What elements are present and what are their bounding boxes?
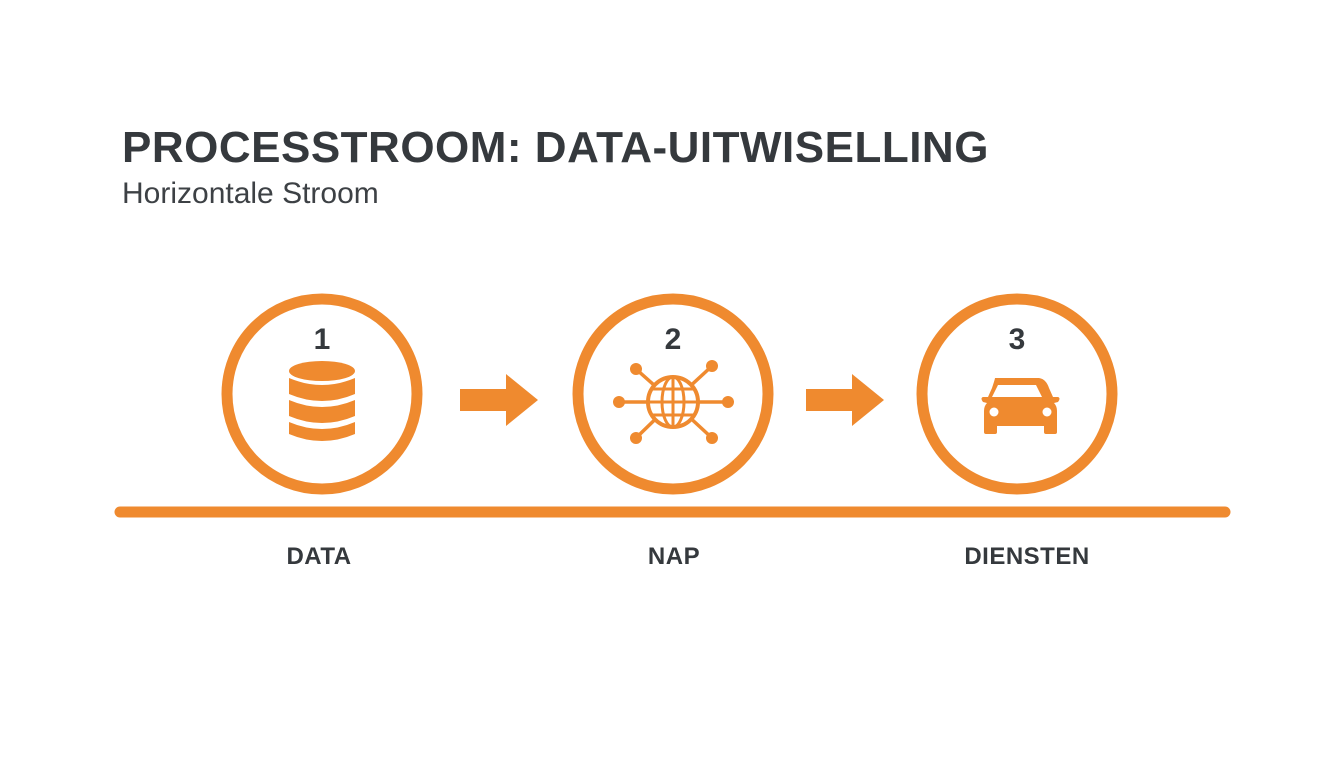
database-icon <box>289 361 355 441</box>
step-1-number: 1 <box>314 323 331 356</box>
arrow-right-icon <box>806 374 884 426</box>
arrow-right-icon <box>460 374 538 426</box>
step-1: 1 <box>221 293 423 495</box>
step-1-label: DATA <box>286 543 351 570</box>
network-globe-icon <box>613 360 734 444</box>
step-2-circle <box>572 293 774 495</box>
step-3-label: DIENSTEN <box>964 543 1089 570</box>
step-3: 3 <box>916 293 1118 495</box>
step-3-circle <box>916 293 1118 495</box>
diagram-subtitle: Horizontale Stroom <box>122 177 379 210</box>
step-2-number: 2 <box>665 323 682 356</box>
car-icon <box>981 378 1060 434</box>
step-2-label: NAP <box>648 543 700 570</box>
step-3-number: 3 <box>1009 323 1026 356</box>
step-1-circle <box>221 293 423 495</box>
step-2: 2 <box>572 293 774 495</box>
diagram-title: PROCESSTROOM: DATA-UITWISELLING <box>122 123 989 172</box>
